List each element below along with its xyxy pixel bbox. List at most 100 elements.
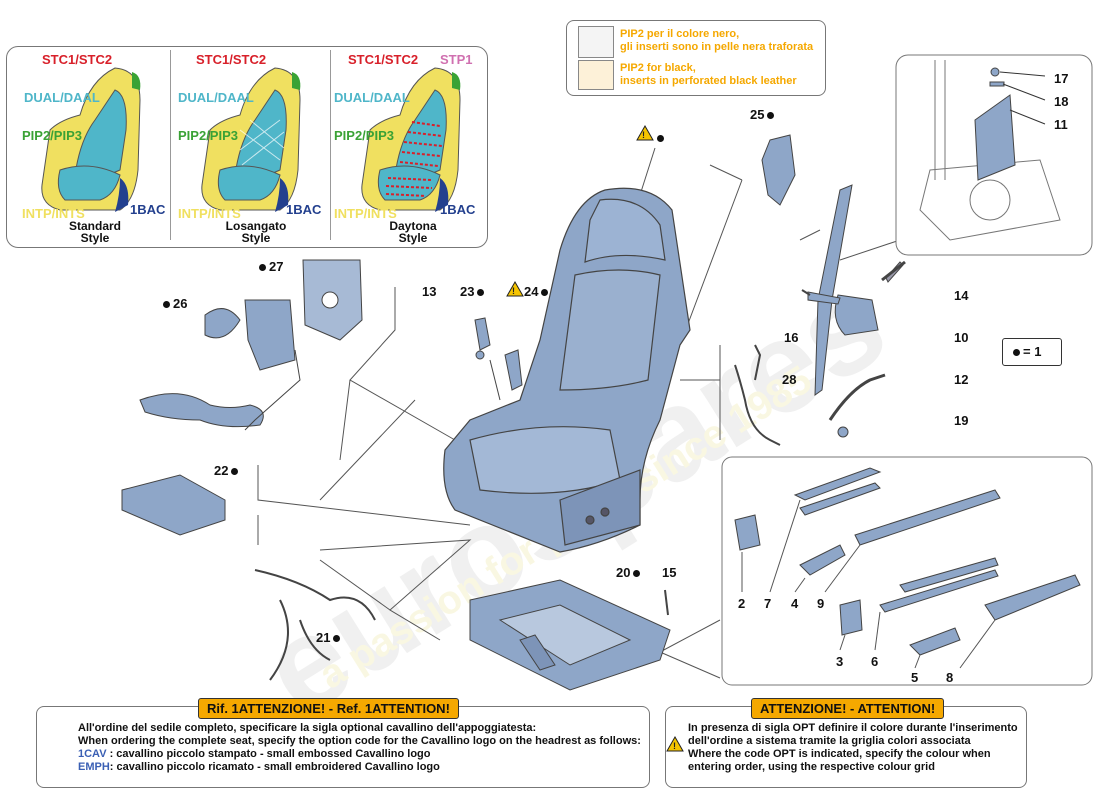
dot-icon (657, 135, 664, 143)
part-label-24: 24 (524, 284, 551, 299)
part-number: 15 (662, 565, 677, 580)
part-label-22: 22 (214, 463, 241, 478)
standard-seat-illustration (41, 67, 141, 212)
part-number: 24 (524, 284, 539, 299)
perforated-insert-icon (578, 26, 614, 58)
cavallino-note-line4: EMPH: cavallino piccolo ricamato - small… (78, 761, 440, 774)
part-label-6: 6 (871, 654, 878, 669)
style-extra-label: STP1 (440, 52, 473, 67)
part-number: 13 (422, 284, 437, 299)
part-label-14: 14 (954, 288, 968, 303)
style-bac-label: 1BAC (440, 202, 476, 217)
part-number: 4 (791, 596, 799, 611)
dot-icon (333, 635, 341, 643)
part-label-21: 21 (316, 630, 343, 645)
part-label-15: 15 (662, 565, 676, 580)
grommet-19 (837, 426, 849, 438)
part-label-2: 2 (738, 596, 745, 611)
dot-icon (1013, 349, 1020, 357)
pip-note-italian: PIP2 per il colore nero, gli inserti son… (620, 28, 814, 53)
style-pip-label: PIP2/PIP3 (22, 128, 82, 143)
daytona-seat-illustration (361, 67, 461, 212)
cavallino-note-line2: When ordering the complete seat, specify… (78, 735, 641, 747)
part-label-7: 7 (764, 596, 771, 611)
part-label-5: 5 (911, 670, 918, 685)
style-pip-label: PIP2/PIP3 (178, 128, 238, 143)
style-intp-label: INTP/INTS (178, 206, 241, 221)
part-label-19: 19 (954, 413, 968, 428)
part-26 (139, 299, 296, 428)
losangato-seat-illustration (201, 67, 301, 212)
style-name: Losangato Style (225, 219, 287, 245)
part-number: 8 (946, 670, 954, 685)
part-16 (801, 289, 811, 296)
cavallino-note-box (36, 706, 650, 788)
warning-icon: ! (506, 280, 524, 297)
part-label-25: 25 (750, 107, 777, 122)
part-number: 12 (954, 372, 969, 387)
part-label-9: 9 (817, 596, 824, 611)
style-dual-label: DUAL/DAAL (334, 90, 410, 105)
pip-note-english: PIP2 for black, inserts in perforated bl… (620, 62, 797, 87)
dot-icon (231, 468, 239, 476)
part-label-27: 27 (256, 259, 283, 274)
colour-note-box (665, 706, 1027, 788)
colour-note-line1: In presenza di sigla OPT definire il col… (688, 722, 1018, 734)
warning-icon: ! (666, 736, 684, 752)
dot-icon (477, 289, 485, 297)
legend-box (1002, 338, 1062, 366)
part-number: 10 (954, 330, 969, 345)
option-code: 1CAV (78, 748, 107, 760)
leader-lines (257, 147, 906, 679)
part-number: 11 (1054, 117, 1068, 132)
svg-text:!: ! (673, 741, 676, 751)
part-28 (734, 364, 781, 446)
rails-detail-box (721, 456, 1093, 686)
insert-detail-icon (578, 60, 614, 90)
part-number: 3 (836, 654, 844, 669)
dot-icon (163, 301, 170, 309)
style-dual-label: DUAL/DAAL (178, 90, 254, 105)
part-number: 28 (782, 372, 797, 387)
style-dual-label: DUAL/DAAL (24, 90, 100, 105)
part-number: 20 (616, 565, 631, 580)
seat-belt-cable (828, 373, 886, 421)
option-description: : cavallino piccolo ricamato - small emb… (109, 761, 440, 773)
part-label-28: 28 (782, 372, 796, 387)
part-number: 9 (817, 596, 825, 611)
svg-text:!: ! (642, 130, 645, 140)
legend-label: = 1 (1010, 344, 1041, 359)
colour-note-title: ATTENZIONE! - ATTENTION! (751, 698, 945, 719)
style-pip-label: PIP2/PIP3 (334, 128, 394, 143)
warning-icon: ! (636, 124, 654, 141)
part-label-16: 16 (784, 330, 798, 345)
bracket-detail-drawing (919, 60, 1061, 241)
dot-icon (767, 112, 775, 120)
style-bac-label: 1BAC (130, 202, 166, 217)
part-label-3: 3 (836, 654, 843, 669)
style-top-label: STC1/STC2 (42, 52, 113, 67)
cavallino-note-line1: All'ordine del sedile completo, specific… (78, 722, 537, 734)
part-number: 6 (871, 654, 879, 669)
cavallino-note-line3: 1CAV : cavallino piccolo stampato - smal… (78, 748, 431, 761)
trim-divider (170, 50, 171, 240)
svg-text:!: ! (512, 286, 515, 296)
part-number: 5 (911, 670, 919, 685)
style-intp-label: INTP/INTS (22, 206, 85, 221)
part-number: 18 (1054, 94, 1069, 109)
seat-belt (807, 184, 904, 396)
part-number: 2 (738, 596, 746, 611)
part-label-10: 10 (954, 330, 968, 345)
dot-icon (259, 264, 266, 272)
rails-drawing (734, 467, 1081, 656)
style-name: Standard Style (68, 219, 121, 245)
rails-leaders (741, 499, 996, 669)
part-21 (254, 569, 376, 681)
part-number: 14 (954, 288, 969, 303)
style-top-label: STC1/STC2 (348, 52, 419, 67)
part-number: 22 (214, 463, 229, 478)
part-label-18: 18 (1054, 94, 1068, 109)
part-number: 23 (460, 284, 475, 299)
